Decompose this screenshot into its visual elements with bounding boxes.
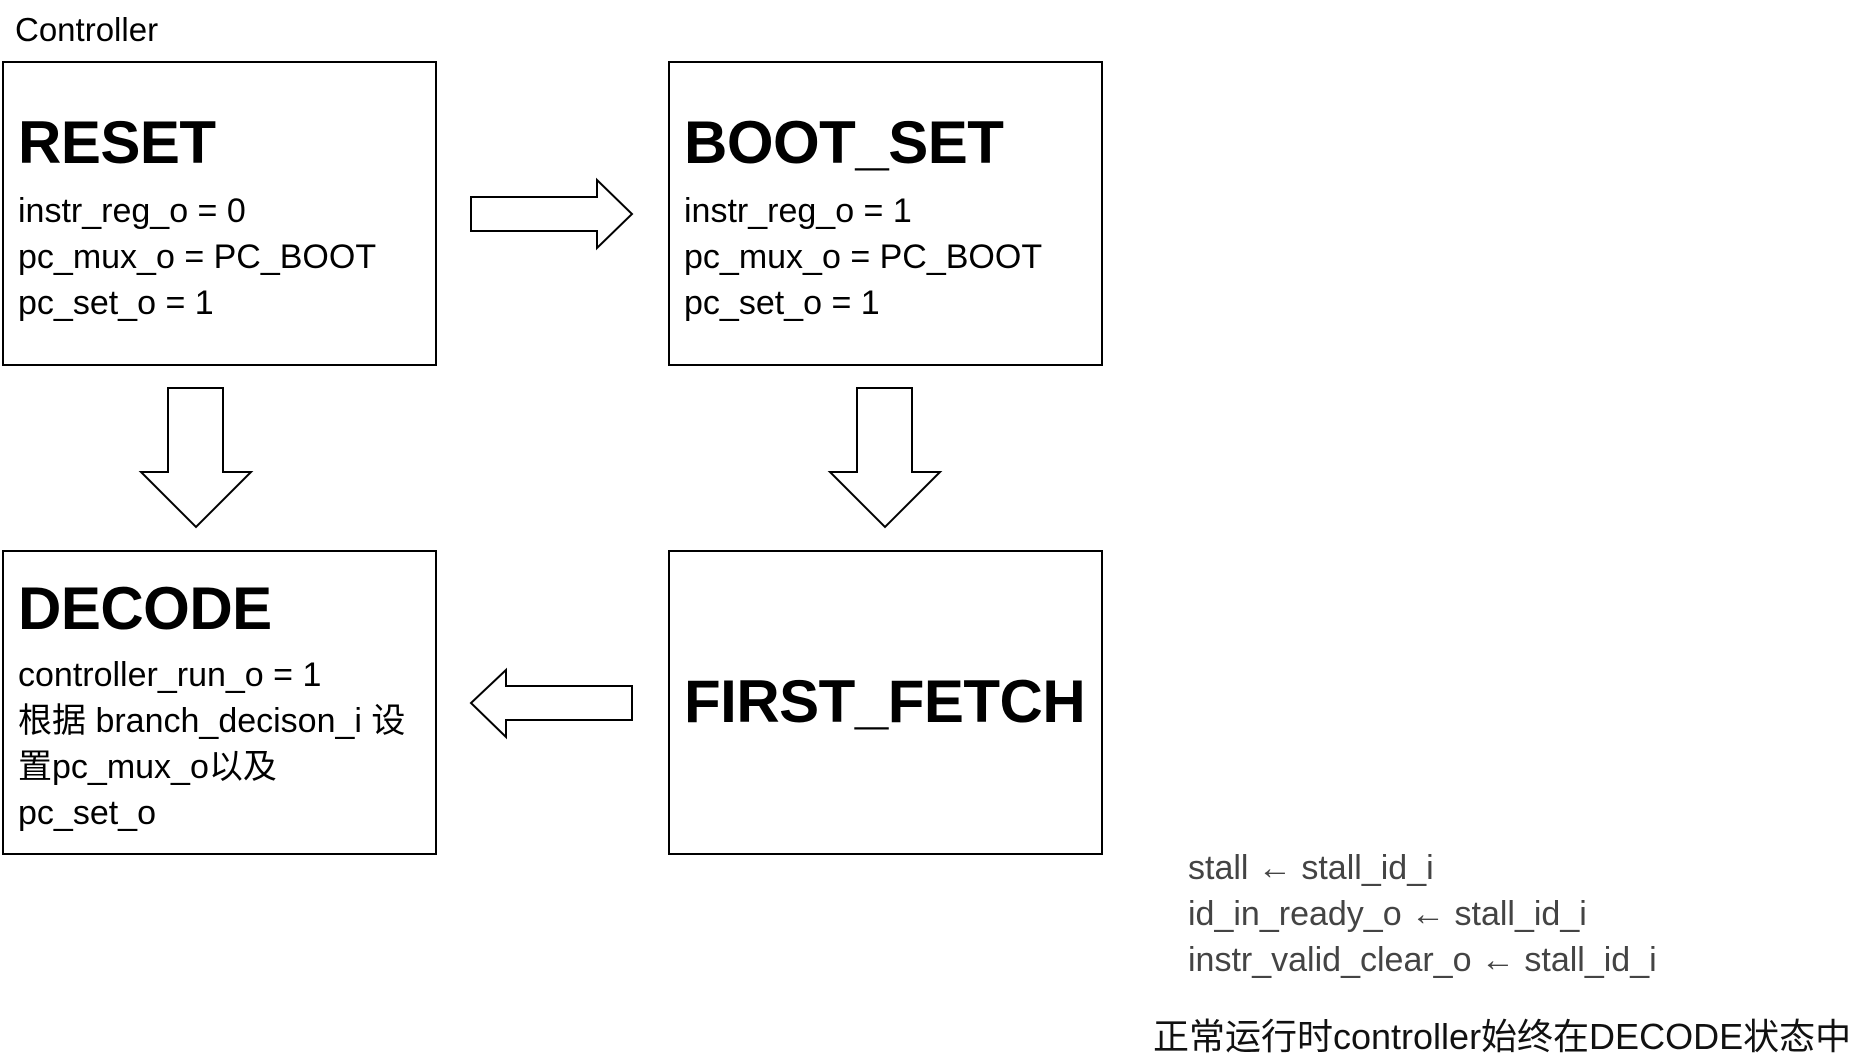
state-decode-lines: controller_run_o = 1 根据 branch_decison_i…: [18, 652, 405, 836]
state-reset-lines: instr_reg_o = 0 pc_mux_o = PC_BOOT pc_se…: [18, 188, 376, 326]
arrow-first-fetch-to-decode: [469, 667, 633, 740]
state-boot-set-name: BOOT_SET: [684, 109, 1004, 176]
footer-note: 正常运行时controller始终在DECODE状态中: [1153, 1016, 1852, 1057]
state-decode-line: 根据 branch_decison_i 设: [18, 702, 406, 740]
state-reset-line: instr_reg_o = 0: [18, 192, 246, 230]
state-reset-line: pc_set_o = 1: [18, 284, 214, 322]
state-reset: RESET instr_reg_o = 0 pc_mux_o = PC_BOOT…: [2, 61, 437, 366]
note-line: instr_valid_clear_o ← stall_id_i: [1188, 941, 1657, 979]
state-reset-line: pc_mux_o = PC_BOOT: [18, 238, 377, 276]
state-decode-line: controller_run_o = 1: [18, 656, 322, 694]
diagram-title: Controller: [15, 11, 159, 48]
arrow-reset-to-boot-set: [470, 177, 634, 251]
state-first-fetch-name: FIRST_FETCH: [684, 668, 1086, 735]
signal-notes: stall ← stall_id_i id_in_ready_o ← stall…: [1188, 845, 1657, 983]
state-decode-name: DECODE: [18, 575, 272, 642]
state-decode: DECODE controller_run_o = 1 根据 branch_de…: [2, 550, 437, 855]
arrow-reset-to-decode: [138, 387, 254, 529]
state-decode-line: 置pc_mux_o以及: [18, 748, 277, 786]
state-boot-set: BOOT_SET instr_reg_o = 1 pc_mux_o = PC_B…: [668, 61, 1103, 366]
state-boot-set-line: pc_set_o = 1: [684, 284, 880, 322]
state-boot-set-line: pc_mux_o = PC_BOOT: [684, 238, 1043, 276]
state-decode-line: pc_set_o: [18, 794, 156, 832]
note-line: id_in_ready_o ← stall_id_i: [1188, 895, 1587, 933]
arrow-boot-set-to-first-fetch: [827, 387, 943, 529]
state-reset-name: RESET: [18, 109, 216, 176]
state-boot-set-lines: instr_reg_o = 1 pc_mux_o = PC_BOOT pc_se…: [684, 188, 1042, 326]
note-line: stall ← stall_id_i: [1188, 849, 1434, 887]
state-boot-set-line: instr_reg_o = 1: [684, 192, 912, 230]
state-first-fetch: FIRST_FETCH: [668, 550, 1103, 855]
